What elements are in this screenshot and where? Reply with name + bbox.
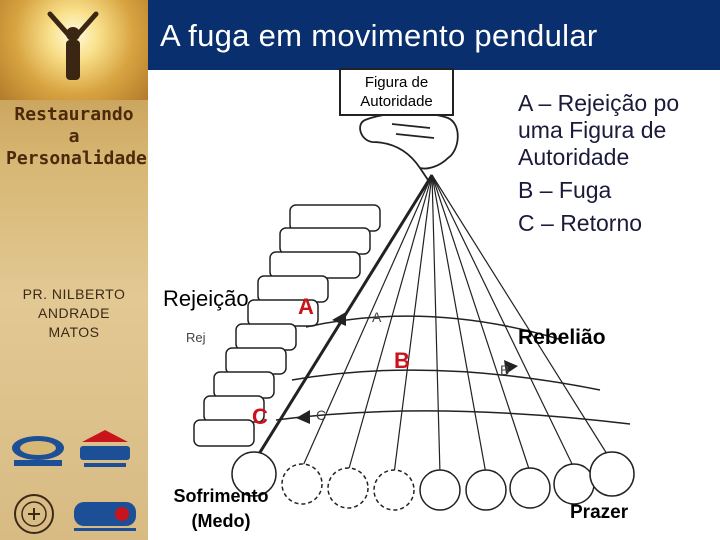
legend-text-a: – Rejeição po uma Figura de Autoridade: [518, 90, 680, 170]
author-name: PR. NILBERTO ANDRADE MATOS: [8, 285, 140, 342]
staircase-drawing: [193, 204, 381, 447]
arc-letter-c: C: [316, 407, 326, 423]
legend-row-a: A – Rejeição po uma Figura de Autoridade: [518, 90, 720, 171]
label-prazer: Prazer: [570, 502, 629, 523]
pendulum-diagram: Rej A B C: [186, 112, 635, 511]
legend-text-c: – Retorno: [541, 210, 643, 236]
arc-arrows: [296, 312, 518, 424]
legend-row-c: C – Retorno: [518, 210, 720, 237]
brand-line: Restaurando: [14, 104, 134, 125]
author-line: MATOS: [48, 324, 100, 340]
familia-logo-icon: [80, 430, 130, 467]
legend-key-b: B: [518, 177, 534, 203]
brand-line: a: [68, 126, 80, 147]
pendulum-strings: [252, 174, 613, 475]
author-line: ANDRADE: [38, 305, 110, 321]
label-rebeliao: Rebelião: [518, 326, 606, 349]
brand-line: Personalidade: [6, 148, 147, 169]
legend-key-c: C: [518, 210, 535, 236]
page-title: A fuga em movimento pendular: [160, 18, 598, 53]
title-bar: [148, 0, 720, 70]
authority-label: Figura de Autoridade: [339, 68, 454, 116]
label-c: C: [252, 404, 268, 429]
eifel-logo-icon: [74, 502, 136, 531]
legend: A – Rejeição po uma Figura de Autoridade…: [518, 90, 720, 243]
seal-logo-icon: [14, 494, 54, 534]
legend-key-a: A: [518, 90, 533, 116]
arc-letter-b: B: [500, 362, 509, 378]
pendulum-balls: [231, 451, 635, 511]
praising-person-icon: [47, 11, 99, 80]
hand-icon: [359, 112, 459, 181]
jocum-logo-icon: [12, 436, 64, 466]
arc-letter-a: A: [372, 309, 382, 325]
sunrise-photo: [0, 0, 148, 100]
author-line: PR. NILBERTO: [22, 286, 126, 302]
legend-row-b: B – Fuga: [518, 177, 720, 204]
label-rejeicao: Rejeição: [163, 286, 249, 311]
stair-text: Rej: [186, 330, 206, 345]
label-b: B: [394, 348, 410, 373]
legend-text-b: – Fuga: [539, 177, 612, 203]
label-a: A: [298, 294, 314, 319]
sidebar-panel: Restaurando a Personalidade PR. NILBERTO…: [0, 0, 148, 540]
label-sofrimento: Sofrimento (Medo): [173, 486, 269, 531]
brand-logo: Restaurando a Personalidade: [6, 104, 147, 170]
